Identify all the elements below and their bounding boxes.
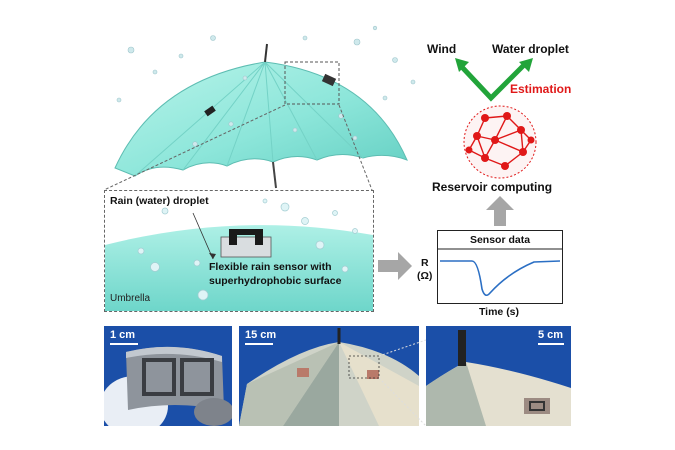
reservoir-node — [491, 136, 499, 144]
plot-y-label-r: R — [421, 257, 429, 269]
water-droplet-label: Water droplet — [492, 42, 569, 56]
sensor-plot: Sensor data — [437, 230, 563, 304]
arrow-to-reservoir — [486, 196, 514, 226]
reservoir-node — [527, 136, 535, 144]
zoom-box — [284, 61, 340, 105]
plot-curve — [438, 248, 562, 297]
reservoir-label: Reservoir computing — [432, 180, 553, 194]
plot-title: Sensor data — [469, 234, 531, 246]
photo2-scale-label: 15 cm — [245, 329, 277, 341]
reservoir-node — [473, 132, 481, 140]
reservoir-node — [517, 126, 525, 134]
photo-sensor-closeup-image — [104, 326, 232, 426]
reservoir-node — [465, 146, 473, 154]
photo-sensor-on-umbrella: 5 cm — [426, 326, 571, 426]
plot-x-label: Time (s) — [478, 306, 520, 318]
photo-umbrella-full-image — [239, 326, 419, 426]
photo-umbrella-full: 15 cm — [239, 326, 419, 426]
reservoir-node — [519, 148, 527, 156]
reservoir-node — [501, 162, 509, 170]
sensor-label-line2: superhydrophobic surface — [209, 275, 342, 287]
photo-sensor-on-umbrella-image — [426, 326, 571, 426]
plot-y-label-unit: (Ω) — [417, 270, 433, 282]
umbrella-illustration — [114, 25, 416, 189]
photo3-scale-label: 5 cm — [538, 329, 564, 341]
umbrella-label: Umbrella — [110, 293, 151, 304]
photo1-scale-bar — [110, 343, 138, 345]
photo1-scale-label: 1 cm — [110, 329, 136, 341]
reservoir-node — [481, 154, 489, 162]
estimation-label: Estimation — [510, 82, 572, 96]
photo-sensor-closeup: 1 cm — [104, 326, 232, 426]
reservoir-node — [481, 114, 489, 122]
photo3-scale-bar — [538, 343, 564, 345]
estimation-arrows — [455, 58, 533, 102]
wind-label: Wind — [427, 42, 457, 56]
sensor-label-line1: Flexible rain sensor with — [209, 261, 332, 273]
zoomed-sensor-panel: Rain (water) droplet Flexible rain senso… — [104, 190, 374, 312]
reservoir-network — [463, 105, 537, 179]
reservoir-node — [503, 112, 511, 120]
umbrella-canopy — [114, 61, 408, 177]
arrow-to-plot — [378, 252, 412, 280]
zoomed-umbrella-surface — [105, 198, 373, 311]
photo2-scale-bar — [245, 343, 273, 345]
raindrop-label: Rain (water) droplet — [110, 195, 209, 207]
